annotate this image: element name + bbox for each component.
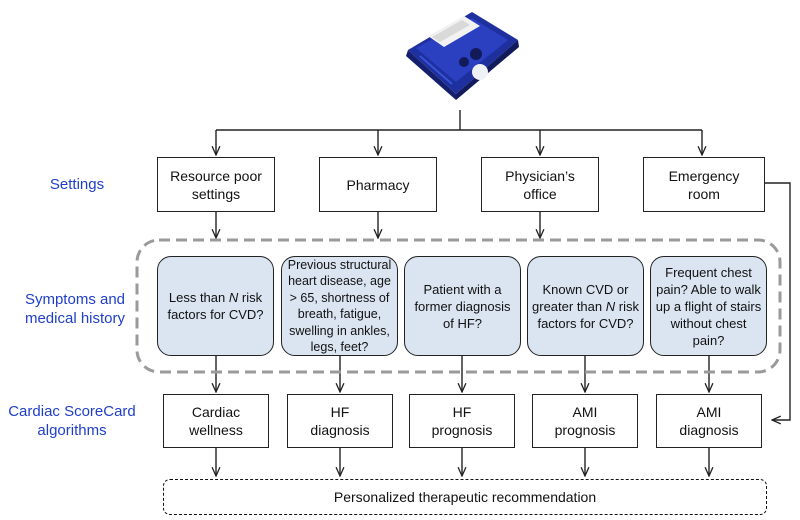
arrow-emergency-bypass	[765, 182, 791, 420]
symptoms-group-frame	[135, 238, 782, 374]
setting-physician-office: Physician’s office	[481, 157, 599, 212]
symptom-chest-pain: Frequent chest pain? Able to walk up a f…	[650, 256, 767, 356]
symptom-heart-disease-history: Previous structural heart disease, age >…	[281, 256, 398, 356]
symptom-text-post: risk factors for CVD?	[537, 298, 639, 331]
algorithm-hf-diagnosis: HF diagnosis	[287, 394, 393, 448]
symptom-former-hf: Patient with a former diagnosis of HF?	[404, 256, 521, 356]
personalized-recommendation: Personalized therapeutic recommendation	[163, 479, 767, 515]
row-label-algorithms: Cardiac ScoreCard algorithms	[8, 403, 136, 439]
symptom-text-em: N	[228, 290, 239, 305]
algorithm-ami-prognosis: AMI prognosis	[532, 394, 638, 448]
scorecard-device-icon	[406, 12, 519, 100]
symptom-text-pre: Less than	[168, 290, 229, 305]
symptom-text: Frequent chest pain? Able to walk up a f…	[655, 264, 762, 348]
setting-resource-poor: Resource poor settings	[157, 157, 275, 212]
symptom-text-pre: Known CVD or greater than	[532, 281, 629, 314]
setting-pharmacy: Pharmacy	[319, 157, 437, 212]
symptom-text: Previous structural heart disease, age >…	[287, 257, 392, 355]
setting-emergency-room: Emergency room	[643, 157, 765, 212]
symptom-text-post: risk factors for CVD?	[167, 290, 264, 322]
algorithm-ami-diagnosis: AMI diagnosis	[656, 394, 762, 448]
algorithm-hf-prognosis: HF prognosis	[409, 394, 515, 448]
algorithm-cardiac-wellness: Cardiac wellness	[163, 394, 269, 448]
row-label-settings: Settings	[49, 176, 105, 193]
symptom-risk-factors: Less than N risk factors for CVD?	[157, 256, 274, 356]
symptom-text-em: N	[605, 298, 616, 314]
symptom-known-cvd: Known CVD or greater than N risk factors…	[527, 256, 644, 356]
symptom-text: Patient with a former diagnosis of HF?	[414, 281, 511, 331]
recommendation-label: Personalized therapeutic recommendation	[333, 489, 597, 505]
row-label-symptoms: Symptoms and medical history	[24, 291, 126, 327]
